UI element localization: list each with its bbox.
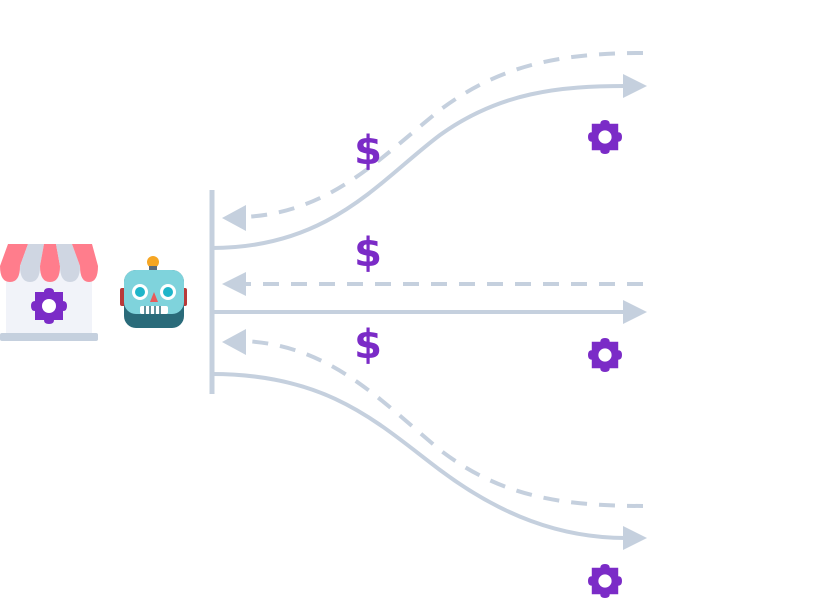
store-awning xyxy=(0,244,98,282)
bottom-outgoing-arrowhead xyxy=(623,526,647,550)
dollar-sign-bottom: $ xyxy=(354,322,382,368)
top-incoming-dashed-arrow xyxy=(243,51,644,219)
top-incoming-arrowhead xyxy=(222,205,246,231)
store-puzzle-piece-icon xyxy=(31,288,67,324)
bottom-puzzle-piece-icon xyxy=(588,564,622,598)
middle-puzzle-piece-icon xyxy=(588,338,622,372)
store-base xyxy=(0,333,98,341)
top-outgoing-arrow xyxy=(211,84,627,250)
middle-incoming-arrowhead xyxy=(222,272,246,296)
top-outgoing-arrowhead xyxy=(623,74,647,98)
bottom-outgoing-arrow xyxy=(211,372,627,540)
robot-icon xyxy=(120,256,187,328)
dollar-sign-middle: $ xyxy=(354,230,382,276)
bottom-incoming-dashed-arrow xyxy=(243,339,644,508)
store-icon xyxy=(0,244,98,341)
middle-outgoing-arrowhead xyxy=(623,300,647,324)
top-puzzle-piece-icon xyxy=(588,120,622,154)
dollar-sign-top: $ xyxy=(354,128,382,174)
bottom-incoming-arrowhead xyxy=(222,329,246,355)
